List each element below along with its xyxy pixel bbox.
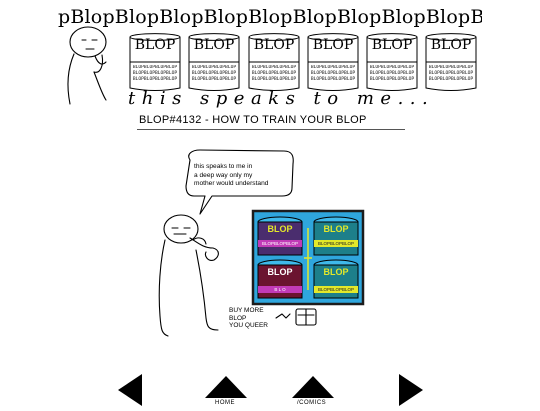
speech-line: this speaks to me in xyxy=(194,163,253,170)
header-banner[interactable]: pBlopBlopBlopBlopBlopBlopBlopBlopBlopBlo… xyxy=(0,0,540,110)
can-label: BLOP xyxy=(371,37,413,53)
blop-can-4: BLOP BLOPBLOPBLOPBLOPBLOPBLOPBLOPBLOPBLO… xyxy=(307,33,359,91)
can-label: BLOP xyxy=(430,37,472,53)
speech-line: mother would understand xyxy=(194,180,269,188)
speech-bubble-text: this speaks to me in a deep way only my … xyxy=(194,163,290,189)
can-small-text: BLOPBLOPBLOPBLOPBLOPBLOPBLOPBLOPBLOPBLOP… xyxy=(310,65,356,82)
buy-line: BUY MORE BLOP xyxy=(229,307,264,322)
comic-navigation: HOME /COMICS xyxy=(0,368,540,406)
can-small-text: BLOPBLOPBLOPBLOPBLOPBLOPBLOPBLOPBLOPBLOP… xyxy=(369,65,415,82)
next-comic-button[interactable] xyxy=(399,374,423,406)
panel-can-label: BLOP xyxy=(323,267,349,277)
panel-band-text: B L O xyxy=(274,287,286,292)
panel-band-text: BLOPBLOPBLOP xyxy=(261,241,299,246)
comics-button[interactable]: /COMICS xyxy=(292,376,334,406)
stick-figure-head xyxy=(163,214,199,244)
arrow-right-icon xyxy=(399,374,423,406)
speech-line: a deep way only my xyxy=(194,171,253,179)
panel-can-label: BLOP xyxy=(267,267,293,277)
can-label: BLOP xyxy=(253,37,295,53)
can-label: BLOP xyxy=(134,37,176,53)
blop-can-3: BLOP BLOPBLOPBLOPBLOPBLOPBLOPBLOPBLOPBLO… xyxy=(248,33,300,91)
blop-can-2: BLOP BLOPBLOPBLOPBLOPBLOPBLOPBLOPBLOPBLO… xyxy=(188,33,240,91)
can-small-text: BLOPBLOPBLOPBLOPBLOPBLOPBLOPBLOPBLOPBLOP… xyxy=(428,65,474,82)
can-small-text: BLOPBLOPBLOPBLOPBLOPBLOPBLOPBLOPBLOPBLOP… xyxy=(251,65,297,82)
blop-can-6: BLOP BLOPBLOPBLOPBLOPBLOPBLOPBLOPBLOPBLO… xyxy=(425,33,477,91)
comic-title: BLOP#4132 - HOW TO TRAIN YOUR BLOP xyxy=(139,114,367,126)
comics-label: /COMICS xyxy=(297,400,327,406)
panel-band-text: BLOPBLOPBLOP xyxy=(317,241,355,246)
arrow-up-icon xyxy=(292,376,334,398)
buy-line: YOU QUEER xyxy=(229,322,269,329)
previous-comic-button[interactable] xyxy=(118,374,142,406)
blop-can-5: BLOP BLOPBLOPBLOPBLOPBLOPBLOPBLOPBLOPBLO… xyxy=(366,33,418,91)
stick-figure-thinking-icon xyxy=(67,26,107,105)
home-button[interactable]: HOME xyxy=(205,376,247,406)
can-label: BLOP xyxy=(193,37,235,53)
title-divider xyxy=(137,129,405,130)
banner-title: pBlopBlopBlopBlopBlopBlopBlopBlopBlopBlo… xyxy=(58,6,482,28)
speech-bubble xyxy=(185,149,294,215)
arrow-left-icon xyxy=(118,374,142,406)
panel-can-label: BLOP xyxy=(267,224,293,234)
can-small-text: BLOPBLOPBLOPBLOPBLOPBLOPBLOPBLOPBLOPBLOP… xyxy=(132,65,178,82)
blop-product-panel xyxy=(251,209,365,306)
buy-more-text: BUY MORE BLOP YOU QUEER xyxy=(229,307,281,330)
can-small-text: BLOPBLOPBLOPBLOPBLOPBLOPBLOPBLOPBLOPBLOP… xyxy=(191,65,237,82)
home-label: HOME xyxy=(215,400,235,406)
can-label: BLOP xyxy=(312,37,354,53)
blop-can-1: BLOP BLOPBLOPBLOPBLOPBLOPBLOPBLOPBLOPBLO… xyxy=(129,33,181,91)
arrow-up-icon xyxy=(205,376,247,398)
blop-can-row: BLOP BLOPBLOPBLOPBLOPBLOPBLOPBLOPBLOPBLO… xyxy=(129,33,489,99)
comic-image xyxy=(158,149,365,337)
panel-band-text: BLOPBLOPBLOP xyxy=(317,287,355,292)
banner-tagline: this speaks to me... xyxy=(128,88,435,109)
panel-can-label: BLOP xyxy=(323,224,349,234)
